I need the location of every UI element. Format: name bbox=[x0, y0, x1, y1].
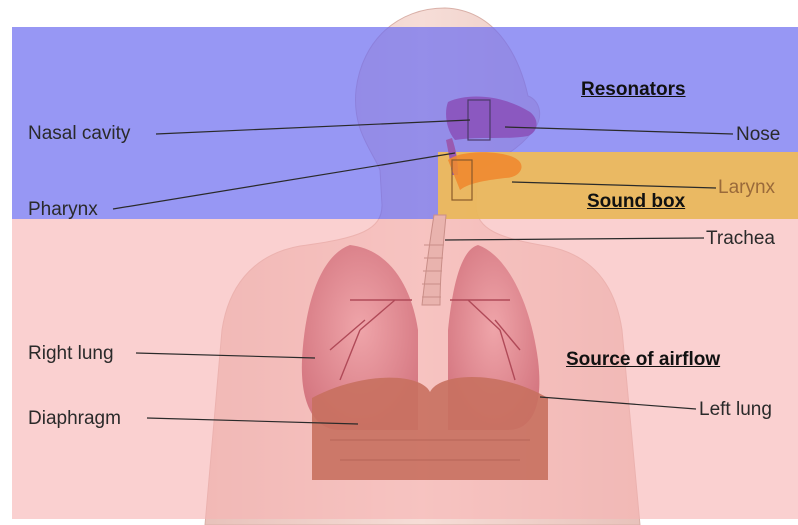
left-lung-label: Left lung bbox=[699, 400, 772, 419]
diaphragm-label: Diaphragm bbox=[28, 409, 121, 428]
sound-box-title: Sound box bbox=[587, 192, 685, 211]
diaphragm-structure bbox=[312, 377, 548, 480]
larynx-label: Larynx bbox=[718, 178, 775, 197]
nasal-cavity-label: Nasal cavity bbox=[28, 124, 130, 143]
nose-label: Nose bbox=[736, 125, 780, 144]
source-of-airflow-title: Source of airflow bbox=[566, 350, 720, 369]
pharynx-label: Pharynx bbox=[28, 200, 98, 219]
resonators-title: Resonators bbox=[581, 80, 686, 99]
trachea-label: Trachea bbox=[706, 229, 775, 248]
right-lung-label: Right lung bbox=[28, 344, 114, 363]
